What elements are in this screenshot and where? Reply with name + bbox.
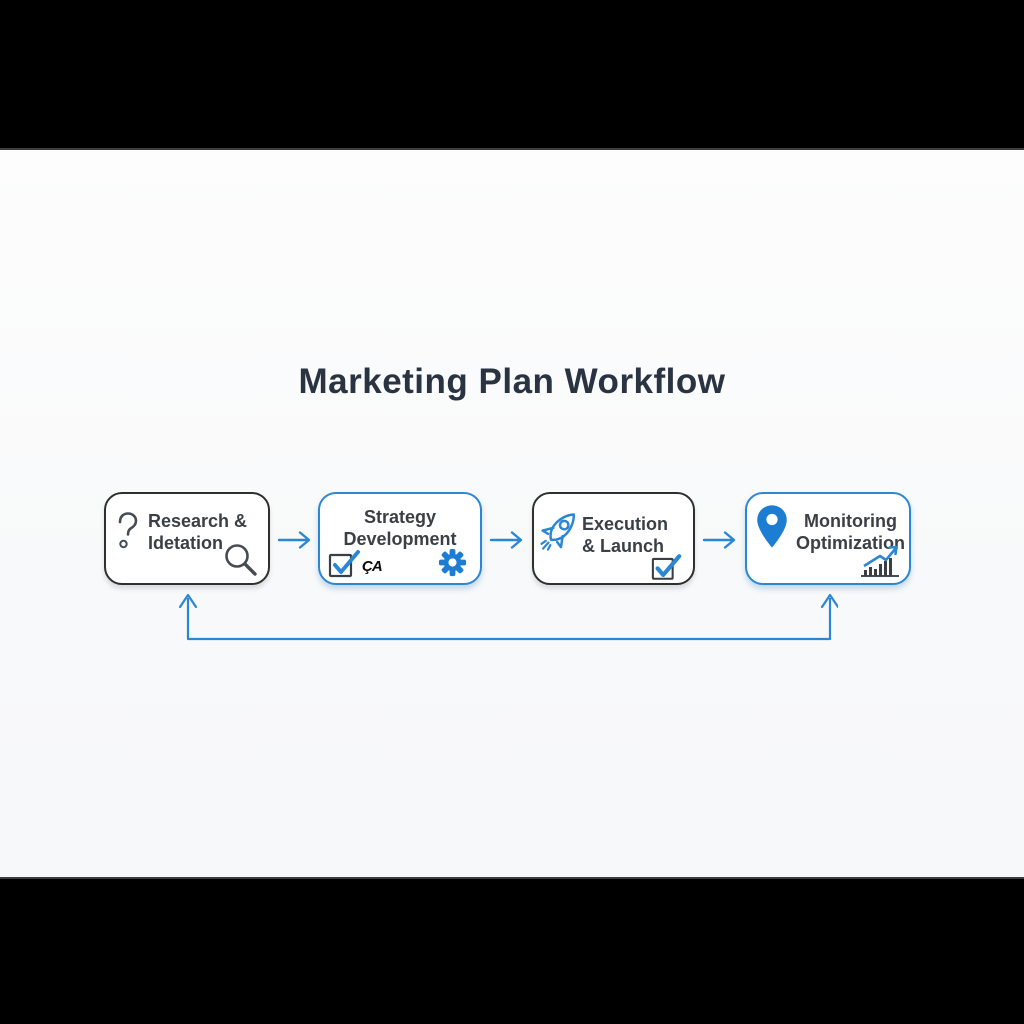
diagram-canvas: Marketing Plan Workflow Research & Ideta…: [0, 150, 1024, 877]
chart-up-arrow-icon: [859, 543, 901, 579]
step-label: Research & Idetation: [148, 511, 248, 553]
checked-checkbox-icon: [651, 552, 683, 581]
step-execution-launch: Execution & Launch: [532, 492, 695, 585]
arrow-right-icon: [702, 529, 738, 551]
letterbox-bottom: [0, 877, 1024, 1024]
step-label: Strategy Development: [343, 507, 457, 549]
letterbox-top: [0, 0, 1024, 150]
rocket-icon: [529, 502, 588, 562]
arrow-right-icon: [489, 529, 525, 551]
step-label: Monitoring Optimization: [796, 511, 905, 553]
step-label: Execution & Launch: [582, 514, 669, 556]
artifact-glyph: ÇA: [362, 558, 383, 575]
diagram-title: Marketing Plan Workflow: [298, 362, 726, 401]
step-monitoring-optimization: Monitoring Optimization: [745, 492, 911, 585]
feedback-loop-arrow: [176, 590, 840, 646]
map-pin-icon: [755, 504, 789, 549]
gear-icon: [437, 547, 468, 578]
checked-checkbox-icon: [328, 548, 362, 578]
magnifier-icon: [222, 541, 260, 579]
step-strategy-development: Strategy Development ÇA: [318, 492, 482, 585]
arrow-right-icon: [277, 529, 313, 551]
step-research-ideation: Research & Idetation: [104, 492, 270, 585]
question-mark-icon: [116, 511, 140, 557]
